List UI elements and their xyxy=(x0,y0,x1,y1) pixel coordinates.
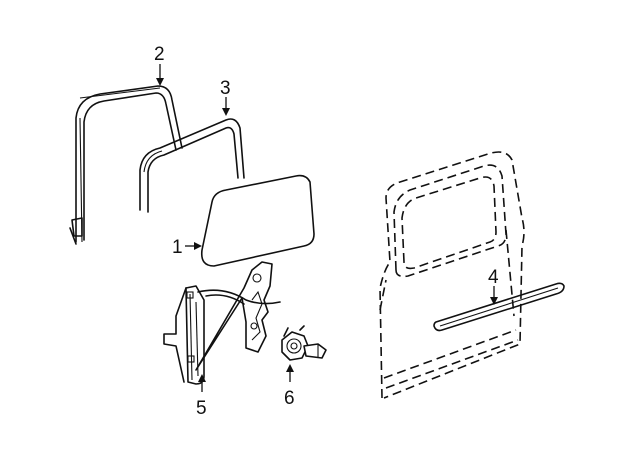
callout-6: 6 xyxy=(284,388,295,409)
door-glass xyxy=(200,174,315,267)
window-regulator xyxy=(163,261,281,385)
callout-4: 4 xyxy=(488,267,499,288)
door-shell xyxy=(379,151,525,399)
callout-2: 2 xyxy=(154,44,165,65)
callout-5: 5 xyxy=(196,398,207,419)
run-channel-front xyxy=(69,85,183,245)
leader-lines xyxy=(156,64,498,392)
window-motor xyxy=(281,325,327,361)
belt-moulding xyxy=(433,282,565,332)
callout-1: 1 xyxy=(172,237,183,258)
callout-3: 3 xyxy=(220,78,231,99)
run-channel-rear xyxy=(139,118,245,213)
